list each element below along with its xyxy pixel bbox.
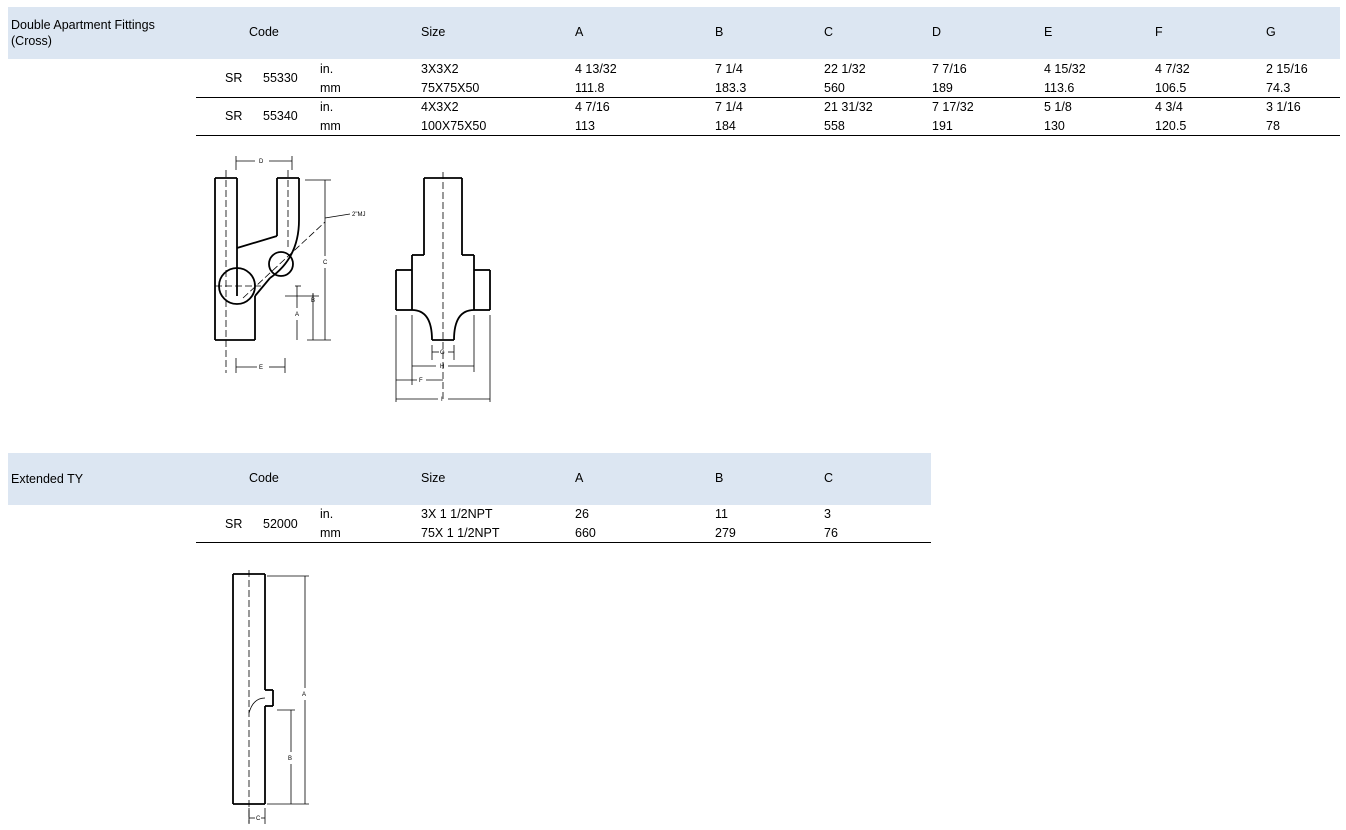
s1-row2-mm-g: 78 — [1266, 119, 1280, 133]
s1-row2-mm-d: 191 — [932, 119, 953, 133]
s1-row2-prefix: SR — [225, 109, 243, 123]
s1-row1-mm-c: 560 — [824, 81, 845, 95]
s2-row1-mm-unit: mm — [320, 526, 341, 540]
s1-row1-in-a: 4 13/32 — [575, 62, 617, 76]
s1-row2-in-unit: in. — [320, 100, 334, 114]
s2-header-size: Size — [421, 471, 446, 485]
s1-row1-in-size: 3X3X2 — [421, 62, 459, 76]
section1-header-bar — [8, 7, 1340, 59]
s1-row1-prefix: SR — [225, 71, 243, 85]
double-cross-side-drawing: D 2"MJ C B A E — [214, 156, 365, 373]
label-c: C — [323, 260, 328, 266]
s1-row2-in-g: 3 1/16 — [1266, 100, 1301, 114]
s1-row2-divider — [196, 135, 1340, 136]
s1-row1-mm-unit: mm — [320, 81, 341, 95]
s1-row2-in-a: 4 7/16 — [575, 100, 610, 114]
s2-label-b: B — [288, 756, 292, 762]
s1-row2-in-c: 21 31/32 — [824, 100, 873, 114]
s2-row1-in-a: 26 — [575, 507, 589, 521]
s2-row1-mm-size: 75X 1 1/2NPT — [421, 526, 500, 540]
s1-row1-mm-a: 111.8 — [575, 81, 605, 95]
s1-row1-in-e: 4 15/32 — [1044, 62, 1086, 76]
s1-header-e: E — [1044, 25, 1053, 39]
s1-row2-mm-e: 130 — [1044, 119, 1065, 133]
s1-row2-in-b: 7 1/4 — [715, 100, 743, 114]
s1-row1-in-unit: in. — [320, 62, 334, 76]
s1-row2-mm-size: 100X75X50 — [421, 119, 487, 133]
s2-header-a: A — [575, 471, 584, 485]
s2-row1-prefix: SR — [225, 517, 243, 531]
s1-row1-in-f: 4 7/32 — [1155, 62, 1190, 76]
s1-row2-mm-unit: mm — [320, 119, 341, 133]
s1-row2-in-f: 4 3/4 — [1155, 100, 1183, 114]
s2-row1-in-b: 11 — [715, 507, 728, 521]
label-f: F — [419, 378, 423, 384]
s1-row2-in-e: 5 1/8 — [1044, 100, 1072, 114]
s1-header-f: F — [1155, 25, 1163, 39]
s1-row2-mm-c: 558 — [824, 119, 845, 133]
section2-header-bar — [8, 453, 931, 505]
label-d: D — [259, 159, 264, 165]
s1-header-size: Size — [421, 25, 446, 39]
s2-row1-in-unit: in. — [320, 507, 334, 521]
s1-header-d: D — [932, 25, 942, 39]
s1-row1-in-b: 7 1/4 — [715, 62, 743, 76]
s2-row1-mm-a: 660 — [575, 526, 596, 540]
s1-header-g: G — [1266, 25, 1276, 39]
label-b: B — [311, 298, 315, 304]
s2-row1-code: 52000 — [263, 517, 298, 531]
s1-row1-mm-d: 189 — [932, 81, 953, 95]
s1-row1-in-d: 7 7/16 — [932, 62, 967, 76]
s1-row1-mm-e: 113.6 — [1044, 81, 1075, 95]
label-a: A — [295, 312, 299, 318]
s1-row2-code: 55340 — [263, 109, 298, 123]
label-h: H — [440, 364, 444, 370]
s2-label-c: C — [256, 816, 261, 822]
s1-header-c: C — [824, 25, 834, 39]
s2-label-a: A — [302, 692, 306, 698]
s1-row1-mm-b: 183.3 — [715, 81, 747, 95]
s1-row2-mm-b: 184 — [715, 119, 736, 133]
s2-row1-in-c: 3 — [824, 507, 831, 521]
label-i: I — [441, 397, 443, 403]
s2-row1-mm-c: 76 — [824, 526, 838, 540]
s1-row1-mm-f: 106.5 — [1155, 81, 1187, 95]
s1-row1-mm-g: 74.3 — [1266, 81, 1291, 95]
section1-title: Double Apartment Fittings (Cross) — [11, 18, 155, 48]
s1-row1-mm-size: 75X75X50 — [421, 81, 480, 95]
s1-row1-in-c: 22 1/32 — [824, 62, 866, 76]
label-2mj: 2"MJ — [352, 212, 365, 218]
s1-row2-in-size: 4X3X2 — [421, 100, 459, 114]
double-cross-front-drawing: G H F I — [395, 172, 491, 403]
s1-row1-divider — [196, 97, 1340, 98]
s1-row2-in-d: 7 17/32 — [932, 100, 974, 114]
s2-row1-divider — [196, 542, 931, 543]
s1-row2-mm-f: 120.5 — [1155, 119, 1187, 133]
s1-row2-mm-a: 113 — [575, 119, 595, 133]
s1-header-code: Code — [249, 25, 279, 39]
section2-title: Extended TY — [11, 472, 84, 486]
s2-header-code: Code — [249, 471, 279, 485]
s2-header-c: C — [824, 471, 834, 485]
s1-header-b: B — [715, 25, 724, 39]
label-e: E — [259, 365, 263, 371]
s1-row1-in-g: 2 15/16 — [1266, 62, 1308, 76]
label-g: G — [440, 350, 445, 356]
s1-header-a: A — [575, 25, 584, 39]
s2-row1-in-size: 3X 1 1/2NPT — [421, 507, 493, 521]
s1-row1-code: 55330 — [263, 71, 298, 85]
s2-row1-mm-b: 279 — [715, 526, 736, 540]
s2-header-b: B — [715, 471, 724, 485]
extended-ty-drawing: A B C — [232, 570, 309, 824]
